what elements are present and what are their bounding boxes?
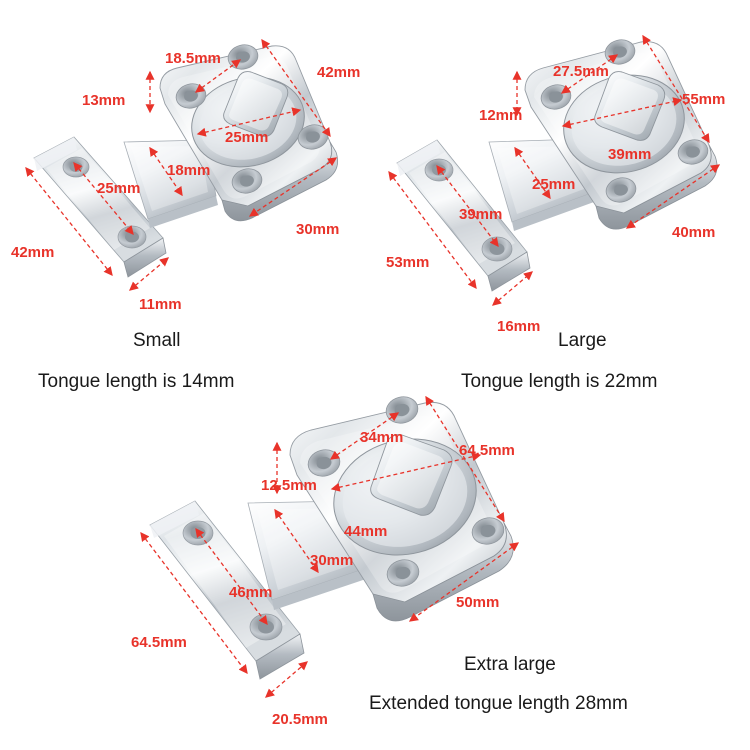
dim-small-keeper-length: 42mm bbox=[11, 244, 55, 261]
dim-small-strike-hole-spacing: 18.5mm bbox=[165, 50, 221, 67]
caption-xlarge-sub: Extended tongue length 28mm bbox=[369, 693, 628, 714]
caption-large-sub: Tongue length is 22mm bbox=[461, 371, 658, 392]
dim-xlarge-keeper-width: 20.5mm bbox=[272, 711, 328, 728]
dim-xlarge-body-diagonal-top: 64.5mm bbox=[459, 442, 515, 459]
dim-xlarge-knob-diameter: 44mm bbox=[344, 523, 388, 540]
dim-xlarge-edge-to-hole: 12.5mm bbox=[261, 477, 317, 494]
dim-small-edge-to-hole: 13mm bbox=[82, 92, 126, 109]
dim-small-keeper-hole-spacing: 25mm bbox=[97, 180, 141, 197]
dim-xlarge-body-width: 50mm bbox=[456, 594, 500, 611]
dim-small-knob-diameter: 25mm bbox=[225, 129, 269, 146]
latch-illustration-large bbox=[388, 34, 721, 306]
caption-xlarge-title: Extra large bbox=[464, 654, 556, 675]
dim-large-body-width: 40mm bbox=[672, 224, 716, 241]
dim-large-keeper-hole-spacing: 39mm bbox=[459, 206, 503, 223]
variant-panel-small: 18.5mm 42mm 13mm 25mm 18mm 25mm 30mm 42m… bbox=[0, 0, 375, 400]
caption-small-sub: Tongue length is 14mm bbox=[38, 371, 235, 392]
dimension-lines-extra-large bbox=[140, 395, 520, 698]
dim-large-tongue-width: 25mm bbox=[532, 176, 576, 193]
dim-large-knob-diameter: 39mm bbox=[608, 146, 652, 163]
dim-large-keeper-length: 53mm bbox=[386, 254, 430, 271]
dim-small-body-diagonal-top: 42mm bbox=[317, 64, 361, 81]
dim-xlarge-tongue-width: 30mm bbox=[310, 552, 354, 569]
variant-panel-extra-large: 34mm 64.5mm 12.5mm 44mm 30mm 46mm 50mm 6… bbox=[100, 395, 750, 750]
dimension-lines-large bbox=[388, 34, 721, 306]
dim-small-keeper-width: 11mm bbox=[139, 296, 182, 313]
variant-panel-large: 27.5mm 55mm 12mm 39mm 25mm 40mm 39mm 53m… bbox=[375, 0, 750, 400]
dim-xlarge-keeper-length: 64.5mm bbox=[131, 634, 187, 651]
latch-illustration-small bbox=[25, 38, 339, 291]
caption-large-title: Large bbox=[558, 330, 607, 351]
dim-large-keeper-width: 16mm bbox=[497, 318, 541, 335]
caption-small-title: Small bbox=[133, 330, 181, 351]
dim-large-edge-to-hole: 12mm bbox=[479, 107, 523, 124]
dim-xlarge-keeper-hole-spacing: 46mm bbox=[229, 584, 273, 601]
dim-small-body-width: 30mm bbox=[296, 221, 340, 238]
latch-illustration-extra-large bbox=[140, 395, 520, 698]
dimension-lines-small bbox=[25, 38, 338, 291]
dim-small-tongue-width: 18mm bbox=[167, 162, 211, 179]
dim-large-strike-hole-spacing: 27.5mm bbox=[553, 63, 609, 80]
dim-xlarge-strike-hole-spacing: 34mm bbox=[360, 429, 404, 446]
dim-large-body-diagonal-top: 55mm bbox=[682, 91, 726, 108]
